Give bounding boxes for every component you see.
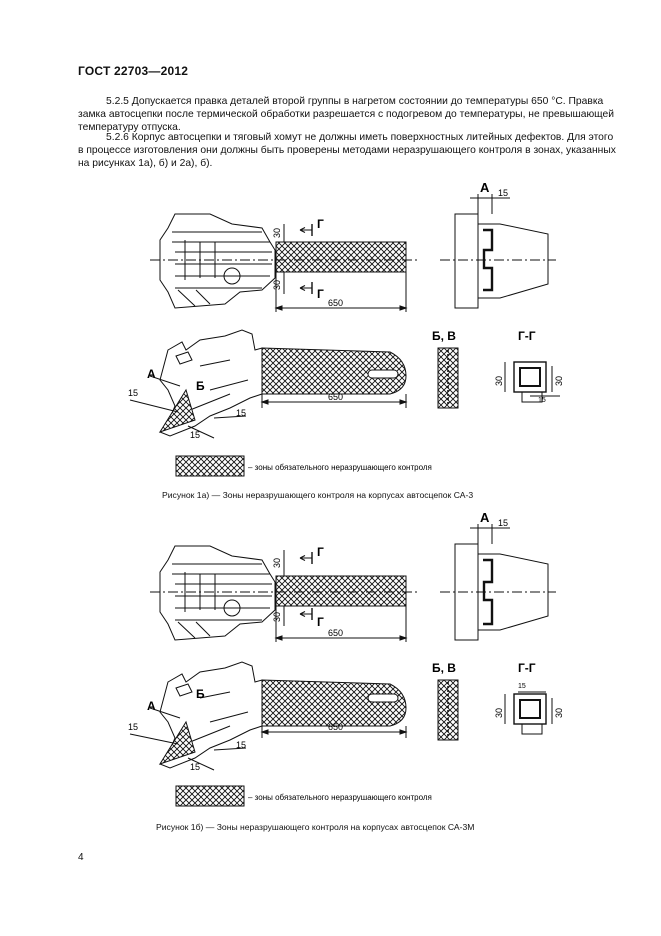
side-view-nose-zone [158,388,196,433]
dim-650-label-top: 650 [328,628,343,638]
dim-15-side-right: 15 [236,408,246,418]
view-a-label: А [480,180,490,195]
dim-15-side [129,733,247,771]
dim-15-view-a: 15 [498,518,508,528]
section-gg-drawing [504,691,553,735]
view-a-label: А [480,512,490,525]
legend-swatch [175,785,245,807]
view-a-arrow-side [149,707,181,719]
legend-text: – зоны обязательного неразрушающего конт… [248,793,432,802]
figure-1b-caption: Рисунок 1б) — Зоны неразрушающего контро… [156,822,475,832]
section-bv-label: Б, В [432,329,456,343]
dim-30-label-bottom: 30 [272,280,282,290]
section-g-markers [299,552,313,620]
section-gg-drawing [504,361,560,403]
side-view-slot [367,693,399,703]
section-g-label-top: Г [317,217,324,231]
figure-1a-caption: Рисунок 1а) — Зоны неразрушающего контро… [162,490,474,500]
dim-15-side-right: 15 [236,740,246,750]
legend-swatch [175,455,245,477]
dim-15-side [129,399,247,439]
section-g-label-bottom: Г [317,287,324,301]
section-gg-label: Г-Г [518,329,536,343]
top-view-shank-zone [275,575,407,607]
section-gg-label: Г-Г [518,661,536,675]
paragraph-5-2-5-line1: 5.2.5 Допускается правка деталей второй … [106,96,566,107]
dim-30-label-top: 30 [272,228,282,238]
document-header: ГОСТ 22703—2012 [78,64,189,78]
section-g-label-top: Г [317,545,324,559]
paragraph-5-2-6: 5.2.6 Корпус автосцепки и тяговый хомут … [78,131,618,171]
figure-1b-drawing: Г Г 30 30 650 650 А 15 А Б 15 15 15 Б, В… [128,510,564,807]
dim-15-side-left: 15 [128,722,138,732]
dim-30-gg-left: 30 [494,376,504,386]
top-view-head [159,545,276,641]
dim-30-gg-right: 30 [554,376,564,386]
section-g-label-bottom: Г [317,615,324,629]
dim-650-label-side: 650 [328,722,343,732]
top-view-shank-zone [275,241,407,273]
view-a-drawing [440,524,556,641]
figure-1a-drawing: Г Г 30 30 650 650 А 15 А Б 15 15 15 Б, В… [128,180,564,477]
dim-650-top [274,606,408,642]
figure-1a: Г Г 30 30 650 650 А 15 А Б 15 15 15 Б, В… [0,180,661,510]
view-a-arrow-side [149,375,181,387]
side-view-nose-zone [158,720,196,765]
dim-15-side-bottom: 15 [190,430,200,440]
dim-15-side-bottom: 15 [190,762,200,772]
dim-650-label-top: 650 [328,298,343,308]
view-b-label-side: Б [196,687,205,701]
dim-15-view-a: 15 [498,188,508,198]
dim-15-side-left: 15 [128,388,138,398]
side-view-shank-zone [261,347,407,395]
dim-650-top [274,272,408,312]
view-a-label-side: А [147,699,156,713]
page-number: 4 [78,852,84,863]
dim-15-gg: 15 [518,683,526,690]
section-g-markers [299,224,313,294]
paragraph-5-2-5: 5.2.5 Допускается правка деталей второй … [78,95,618,135]
dim-650-label-side: 650 [328,392,343,402]
dim-650-side [260,726,408,738]
view-b-label-side: Б [196,379,205,393]
top-view-head [159,213,276,309]
paragraph-5-2-6-line2: Для этого в процессе изготовления они до… [78,132,616,170]
figure-1b: Г Г 30 30 650 650 А 15 А Б 15 15 15 Б, В… [0,510,661,837]
section-bv-label: Б, В [432,661,456,675]
dim-650-side [260,394,408,408]
view-a-label-side: А [147,367,156,381]
paragraph-5-2-6-line1: 5.2.6 Корпус автосцепки и тяговый хомут … [106,132,565,143]
dim-30-label-top: 30 [272,558,282,568]
dim-30-gg-right: 30 [554,708,564,718]
dim-30-label-bottom: 30 [272,612,282,622]
side-view-slot [367,369,399,379]
legend-text: – зоны обязательного неразрушающего конт… [248,463,432,472]
dim-30-gg-left: 30 [494,708,504,718]
dim-15-gg: 15 [538,397,546,404]
paragraph-5-2-5-line2: Правка замка автосцепки после термическо… [78,96,615,134]
side-view-shank-zone [261,679,407,727]
view-a-drawing [440,194,556,309]
